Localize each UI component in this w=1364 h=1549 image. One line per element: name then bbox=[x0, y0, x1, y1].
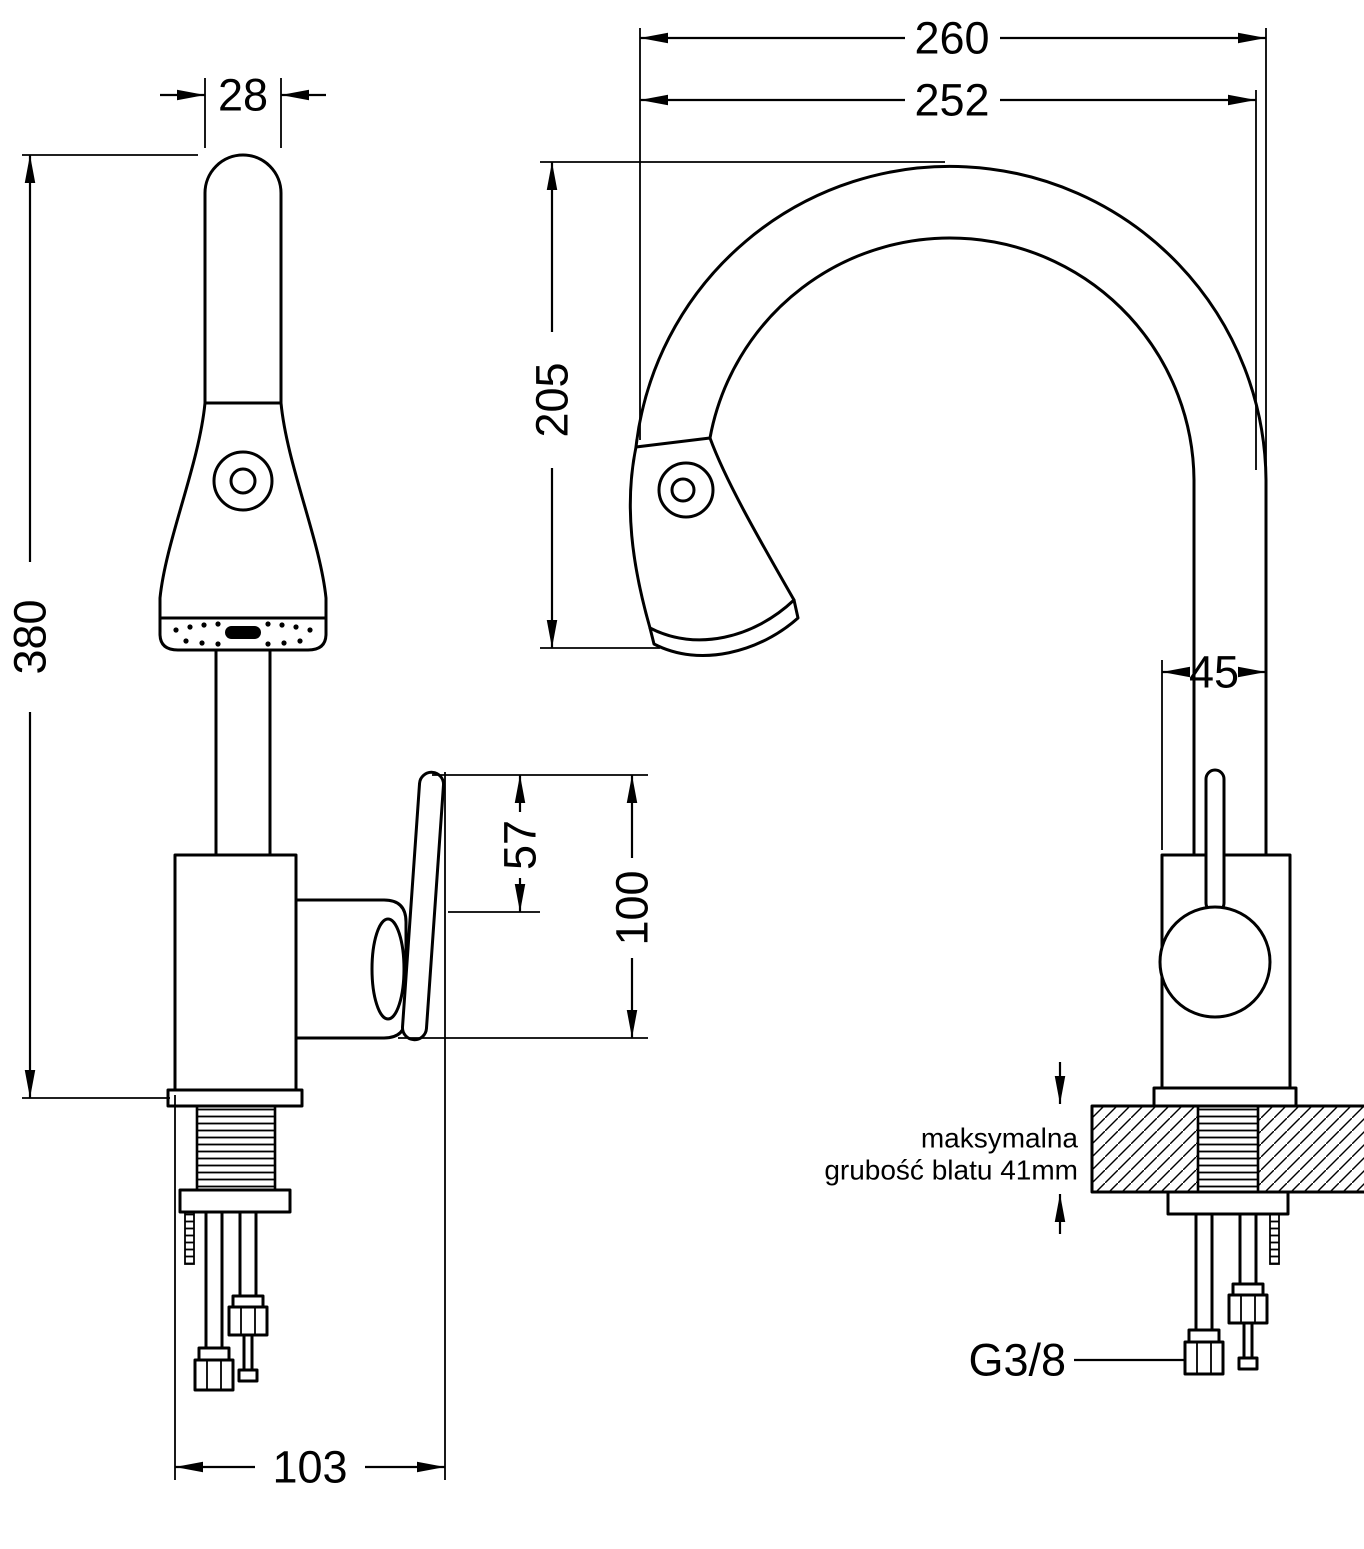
thread-size-annotation: G3/8 bbox=[968, 1335, 1184, 1386]
dim-45-label: 45 bbox=[1189, 647, 1239, 698]
dim-100-label: 100 bbox=[607, 870, 658, 945]
handle-lever-front bbox=[400, 770, 446, 1042]
mounting-stud-side bbox=[1269, 1213, 1280, 1265]
aerator-slot bbox=[225, 626, 261, 639]
threaded-shank-side-threads bbox=[1196, 1104, 1260, 1194]
aerator-dots bbox=[173, 621, 313, 647]
dimension-spout-clearance: 205 bbox=[527, 161, 945, 649]
side-view bbox=[628, 164, 1364, 1376]
dimension-handle-offset: 57 bbox=[432, 774, 648, 913]
handle-lever-side bbox=[1204, 768, 1226, 914]
dim-103-label: 103 bbox=[272, 1442, 347, 1493]
dimension-spout-width: 28 bbox=[160, 70, 326, 148]
base-flange-side bbox=[1152, 1086, 1298, 1108]
dim-205-label: 205 bbox=[527, 362, 578, 437]
dimension-overall-reach: 260 252 bbox=[639, 13, 1267, 475]
dimension-column-offset: 45 bbox=[1161, 647, 1266, 850]
handle-knob-side bbox=[1158, 905, 1272, 1019]
countertop-thickness-annotation: maksymalna grubość blatu 41mm bbox=[824, 1062, 1078, 1234]
thread-size-label: G3/8 bbox=[968, 1335, 1066, 1386]
spray-button-front bbox=[212, 450, 274, 512]
spout-pipe-front bbox=[203, 153, 283, 405]
dimension-base-depth: 103 bbox=[174, 772, 446, 1493]
threaded-shank-front bbox=[195, 1104, 277, 1192]
countertop-note-line2: grubość blatu 41mm bbox=[824, 1155, 1078, 1186]
spray-head-side-band bbox=[648, 598, 796, 642]
faucet-body-front bbox=[173, 853, 298, 1092]
countertop-slab bbox=[1090, 1104, 1364, 1194]
spray-button-side bbox=[657, 461, 715, 519]
supply-hoses-front bbox=[184, 1210, 269, 1392]
countertop-note-line1: maksymalna bbox=[921, 1123, 1079, 1154]
mounting-nut-front bbox=[178, 1188, 292, 1214]
dim-57-label: 57 bbox=[495, 820, 546, 870]
base-flange-front bbox=[166, 1088, 304, 1108]
supply-hoses-side bbox=[1183, 1212, 1280, 1376]
mounting-nut-side bbox=[1166, 1190, 1290, 1216]
spray-button-inner-front bbox=[229, 467, 257, 495]
front-view bbox=[158, 153, 446, 1392]
spout-outer-curve bbox=[634, 164, 1268, 857]
mounting-stud-front bbox=[184, 1211, 195, 1265]
dim-252-label: 252 bbox=[914, 75, 989, 126]
dim-260-label: 260 bbox=[914, 13, 989, 64]
dim-380-label: 380 bbox=[5, 599, 56, 674]
handle-pivot-front bbox=[370, 917, 406, 1021]
dimension-handle-assembly-height: 100 bbox=[398, 775, 658, 1039]
spout-inner-curve bbox=[708, 236, 1196, 857]
dim-28-label: 28 bbox=[218, 70, 268, 121]
dimension-total-height: 380 bbox=[5, 154, 198, 1099]
riser-pipe-front bbox=[214, 648, 272, 857]
spray-button-inner-side bbox=[670, 477, 696, 503]
